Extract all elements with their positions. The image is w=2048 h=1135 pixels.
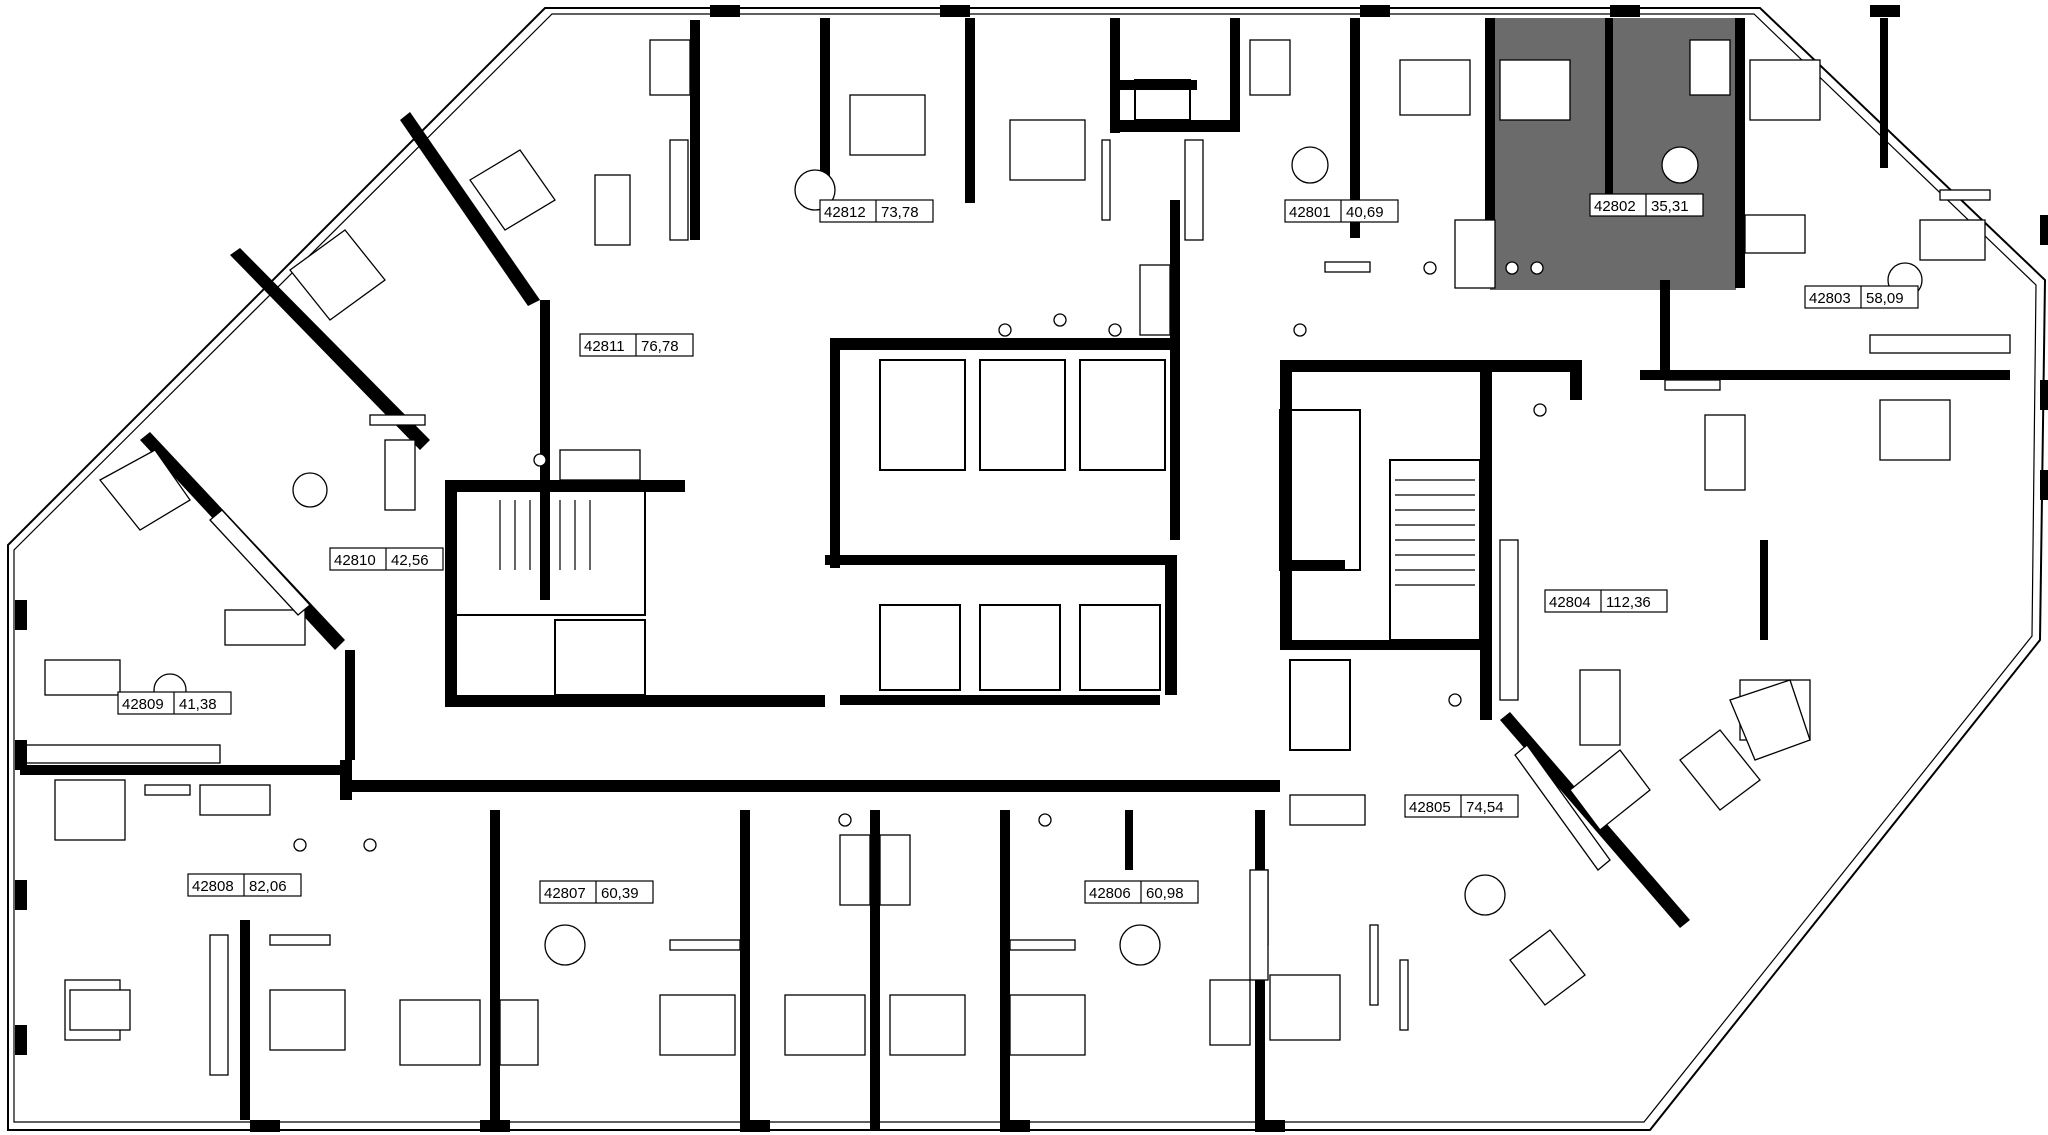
apartment-area: 73,78 (881, 204, 919, 221)
apartment-area: 58,09 (1866, 290, 1904, 307)
building-outline (7, 7, 2047, 1131)
apartment-label-42804[interactable]: 42804 112,36 (1544, 589, 1668, 613)
apartment-area: 112,36 (1606, 594, 1651, 611)
apartment-label-42808[interactable]: 42808 82,06 (187, 873, 302, 897)
apartment-number: 42804 (1549, 594, 1591, 611)
apartment-area: 60,98 (1146, 885, 1184, 902)
apartment-area: 60,39 (601, 885, 639, 902)
apartment-label-42805[interactable]: 42805 74,54 (1404, 794, 1519, 818)
apartment-area: 74,54 (1466, 799, 1504, 816)
apartment-labels: 42801 40,69 42802 35,31 42803 58,09 42804 112,3… (117, 193, 1919, 904)
apartment-number: 42805 (1409, 799, 1451, 816)
apartment-number: 42807 (544, 885, 586, 902)
apartment-area: 40,69 (1346, 204, 1384, 221)
apartment-area: 76,78 (641, 338, 679, 355)
apartment-label-42801[interactable]: 42801 40,69 (1284, 199, 1399, 223)
apartment-label-42812[interactable]: 42812 73,78 (819, 199, 934, 223)
apartment-label-42810[interactable]: 42810 42,56 (329, 547, 444, 571)
apartment-label-42802[interactable]: 42802 35,31 (1589, 193, 1704, 217)
apartment-number: 42802 (1594, 198, 1636, 215)
apartment-number: 42812 (824, 204, 866, 221)
apartment-area: 35,31 (1651, 198, 1689, 215)
facade-columns (15, 5, 2048, 1132)
furniture (19, 39, 2011, 1076)
apartment-number: 42809 (122, 696, 164, 713)
apartment-number: 42811 (584, 338, 625, 355)
apartment-number: 42801 (1289, 204, 1331, 221)
apartment-number: 42803 (1809, 290, 1851, 307)
apartment-area: 41,38 (179, 696, 217, 713)
apartment-label-box (1544, 589, 1668, 613)
apartment-label-42806[interactable]: 42806 60,98 (1084, 880, 1199, 904)
apartment-label-42811[interactable]: 42811 76,78 (579, 333, 694, 357)
apartment-label-42807[interactable]: 42807 60,39 (539, 880, 654, 904)
apartment-number: 42806 (1089, 885, 1131, 902)
apartment-label-42803[interactable]: 42803 58,09 (1804, 285, 1919, 309)
apartment-number: 42810 (334, 552, 376, 569)
apartment-area: 42,56 (391, 552, 429, 569)
apartment-area: 82,06 (249, 878, 287, 895)
apartment-label-42809[interactable]: 42809 41,38 (117, 691, 232, 715)
core (454, 359, 1481, 751)
apartment-number: 42808 (192, 878, 234, 895)
